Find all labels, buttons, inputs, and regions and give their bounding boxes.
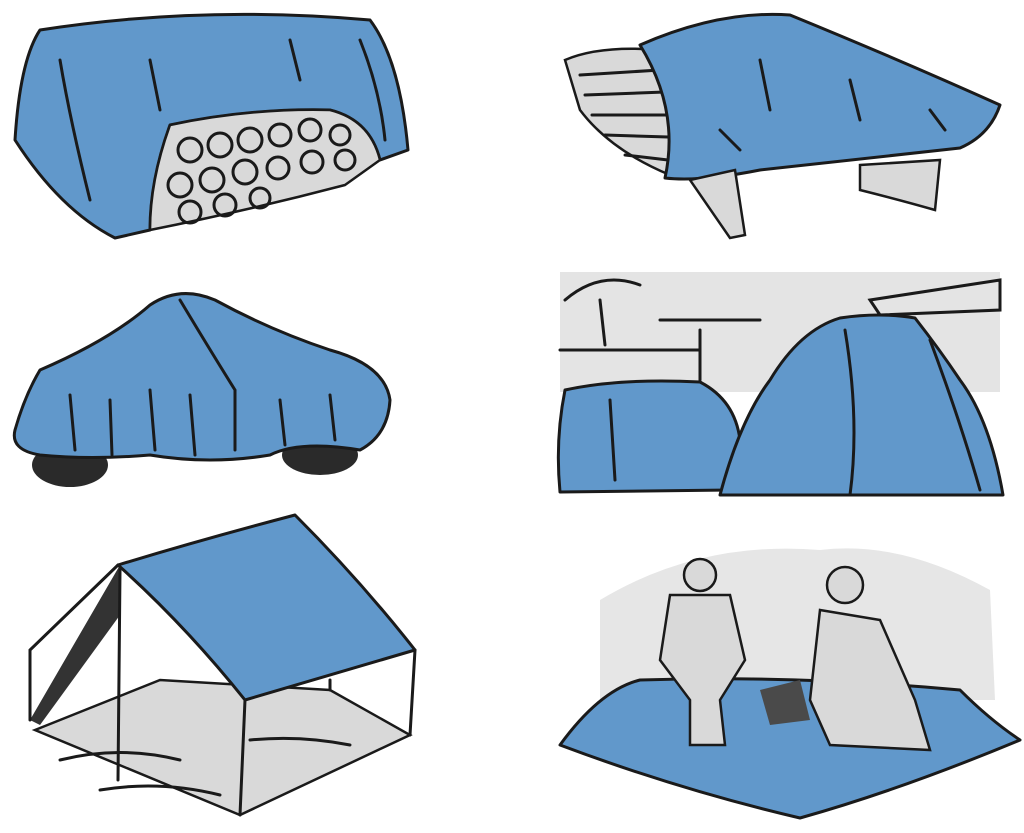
stone-wall xyxy=(148,108,382,232)
tarp-folds xyxy=(718,58,947,152)
person-left xyxy=(658,557,747,747)
stone-outlines xyxy=(166,117,357,225)
covered-stone-pile xyxy=(13,12,410,240)
scenery-lines xyxy=(558,278,1002,382)
bushes xyxy=(600,548,995,700)
tarp-small xyxy=(556,379,742,494)
hull-planks xyxy=(578,68,670,162)
boat-trailer xyxy=(687,158,942,240)
covered-motorcycle xyxy=(12,292,392,487)
ground-sheet-picnic xyxy=(558,548,1022,820)
tarp xyxy=(12,292,392,462)
campfire xyxy=(760,680,810,725)
tarp-folds xyxy=(608,328,982,497)
tarp-roof xyxy=(116,513,417,702)
tarp xyxy=(638,12,1002,181)
tarp-folds xyxy=(68,298,337,457)
tarp-folds xyxy=(58,38,387,202)
covered-boat xyxy=(563,12,1002,240)
tarp-large xyxy=(718,313,1005,497)
person-right xyxy=(808,565,932,752)
tarp-shelter xyxy=(28,513,417,817)
ground xyxy=(31,678,413,817)
ground-shadows xyxy=(58,736,352,797)
shelter-side xyxy=(30,565,120,725)
covered-equipment-yard xyxy=(556,272,1005,497)
shelter-poles xyxy=(28,563,417,817)
